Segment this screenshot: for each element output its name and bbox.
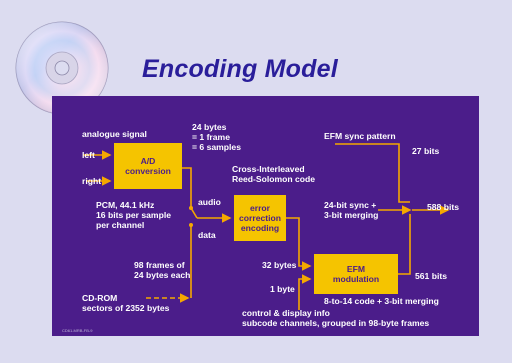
pcm-note: PCM, 44.1 kHz 16 bits per sample per cha… [96,200,171,230]
sync-merging-line-2: 3-bit merging [324,210,379,220]
circ-line-2: Reed-Solomon code [232,174,316,184]
pcm-line-1: PCM, 44.1 kHz [96,200,155,210]
sync-merging-line-1: 24-bit sync + [324,200,377,210]
code-note: 8-to-14 code + 3-bit merging [324,296,439,306]
frames-note-line-2: 24 bytes each [134,270,191,280]
cdrom-note: CD-ROM sectors of 2352 bytes [82,293,169,313]
pcm-line-2: 16 bits per sample [96,210,171,220]
bits-588-label: 588 bits [427,202,460,212]
switch-pivot [189,206,193,210]
frames-note: 98 frames of 24 bytes each [134,260,190,280]
frame-note-line-2: = 1 frame [192,132,230,142]
efm-output-line [398,214,411,275]
slide-title: Encoding Model [142,55,338,83]
control-line-1: control & display info [242,308,330,318]
efm-block-line-1: EFM [346,264,366,274]
ad-block-line-1: A/D [140,156,156,166]
frames-note-line-1: 98 frames of [134,260,185,270]
bits-561-label: 561 bits [415,271,448,281]
footnote: CD61-MRB-FB-9 [62,328,93,333]
frame-note-line-3: = 6 samples [192,142,241,152]
connector-lines [83,143,450,310]
efm-block-line-2: modulation [332,274,380,284]
frame-note: 24 bytes = 1 frame = 6 samples [192,122,241,152]
ecc-block-line-2: correction [238,213,282,223]
ecc-block-line-1: error [249,203,271,213]
analogue-signal-label: analogue signal [82,129,147,139]
circ-line-1: Cross-Interleaved [232,164,305,174]
byte-1-label: 1 byte [270,284,295,294]
cdrom-line-1: CD-ROM [82,293,118,303]
ecc-block-line-3: encoding [240,223,280,233]
audio-label: audio [198,197,221,207]
control-note: control & display info subcode channels,… [242,308,429,328]
data-label: data [198,230,216,240]
control-input-line [298,274,312,310]
sync-pattern-label: EFM sync pattern [324,131,396,141]
frame-note-line-1: 24 bytes [192,122,227,132]
ad-block-line-2: conversion [125,166,171,176]
left-channel-label: left [82,150,95,160]
sync-merging-note: 24-bit sync + 3-bit merging [324,200,378,220]
cdrom-line-2: sectors of 2352 bytes [82,303,170,313]
bytes-32-label: 32 bytes [262,260,297,270]
right-channel-label: right [82,176,102,186]
ecc-output-line [286,217,312,271]
compact-disc-icon [15,21,109,115]
circ-note: Cross-Interleaved Reed-Solomon code [232,164,315,184]
bits-27-label: 27 bits [412,146,440,156]
control-line-2: subcode channels, grouped in 98-byte fra… [242,318,430,328]
ad-output-line [182,167,192,208]
sync-pattern-line [335,143,410,203]
pcm-line-3: per channel [96,220,145,230]
switch-contact [189,223,193,227]
